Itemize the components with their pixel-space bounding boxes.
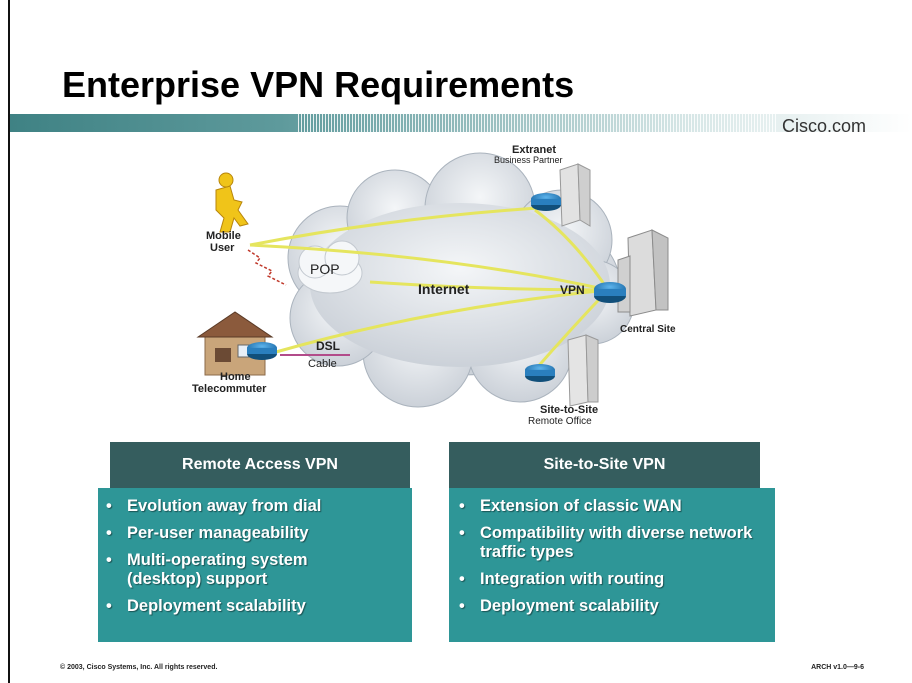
- vpn-router-icon: [594, 282, 626, 303]
- label-user: User: [210, 242, 235, 254]
- remote-access-vpn-header: Remote Access VPN: [110, 442, 410, 488]
- bullet-icon: •: [459, 524, 465, 542]
- banner-stripes: [298, 114, 778, 132]
- diagram-graphic: [196, 152, 669, 408]
- slide-title: Enterprise VPN Requirements: [62, 64, 575, 105]
- label-telecommuter: Telecommuter: [192, 383, 267, 395]
- internet-cloud: [287, 152, 635, 408]
- label-dsl: DSL: [316, 339, 340, 353]
- vpn-network-diagram: Extranet Business Partner Mobile User PO…: [190, 140, 720, 430]
- bullet-icon: •: [106, 597, 112, 615]
- bullet-icon: •: [459, 497, 465, 515]
- remote-access-vpn-body: •Evolution away from dial •Per-user mana…: [98, 488, 412, 642]
- left-border-line: [8, 0, 10, 683]
- mobile-user-icon: [215, 172, 249, 233]
- label-internet: Internet: [418, 281, 470, 297]
- brand-label: Cisco.com: [781, 116, 866, 136]
- title-banner: [10, 114, 912, 132]
- remote-item-2: •Per-user manageability: [106, 524, 309, 542]
- copyright-footer: © 2003, Cisco Systems, Inc. All rights r…: [60, 664, 218, 671]
- label-site-to-site: Site-to-Site: [540, 404, 599, 416]
- remote-item-4: •Deployment scalability: [106, 597, 306, 615]
- label-mobile: Mobile: [206, 230, 241, 242]
- remote-office-router-icon: [525, 364, 555, 382]
- site-item-3: •Integration with routing: [459, 570, 665, 588]
- site-item-1: •Extension of classic WAN: [459, 497, 682, 515]
- bullet-icon: •: [106, 497, 112, 515]
- extranet-building-icon: [559, 163, 591, 227]
- label-business-partner: Business Partner: [494, 155, 563, 165]
- site-to-site-vpn-body: •Extension of classic WAN •Compatibility…: [449, 488, 775, 642]
- site-item-4: •Deployment scalability: [459, 597, 659, 615]
- dial-link: [247, 249, 287, 286]
- bullet-icon: •: [106, 551, 112, 569]
- pop-cloud: [297, 240, 363, 294]
- remote-office-building-icon: [567, 334, 599, 407]
- bullet-icon: •: [106, 524, 112, 542]
- connection-lines: [249, 206, 610, 371]
- central-site-building-icon: [617, 229, 669, 317]
- bullet-icon: •: [459, 570, 465, 588]
- remote-item-1: •Evolution away from dial: [106, 497, 322, 515]
- label-vpn: VPN: [560, 283, 585, 297]
- label-remote-office: Remote Office: [528, 416, 592, 427]
- label-extranet: Extranet: [512, 144, 557, 156]
- remote-item-3: •Multi-operating system (desktop) suppor…: [106, 551, 308, 588]
- site-item-2: •Compatibility with diverse network traf…: [459, 524, 753, 561]
- bullet-icon: •: [459, 597, 465, 615]
- slide-code-footer: ARCH v1.0—9-6: [811, 664, 864, 671]
- label-central-site: Central Site: [620, 324, 676, 335]
- site-to-site-vpn-header: Site-to-Site VPN: [449, 442, 760, 488]
- home-router-icon: [247, 342, 277, 360]
- label-home: Home: [220, 371, 251, 383]
- label-cable: Cable: [308, 358, 337, 370]
- label-pop: POP: [310, 261, 340, 277]
- extranet-router-icon: [531, 193, 561, 211]
